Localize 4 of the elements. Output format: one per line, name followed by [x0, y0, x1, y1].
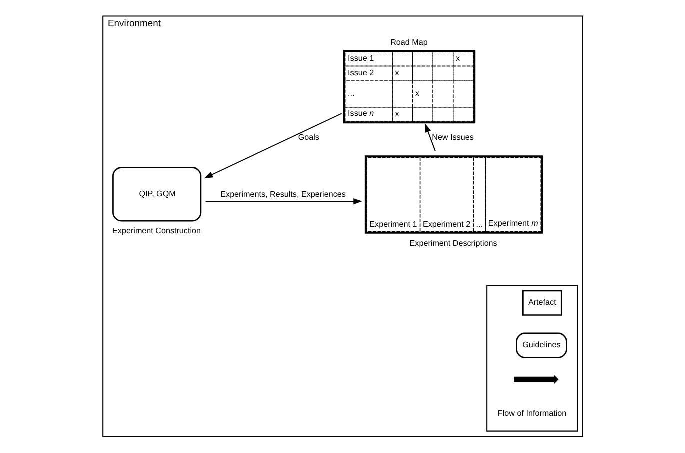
arrow	[204, 113, 342, 179]
arrow	[424, 124, 436, 152]
node-box	[486, 285, 578, 432]
arrow	[205, 198, 362, 205]
